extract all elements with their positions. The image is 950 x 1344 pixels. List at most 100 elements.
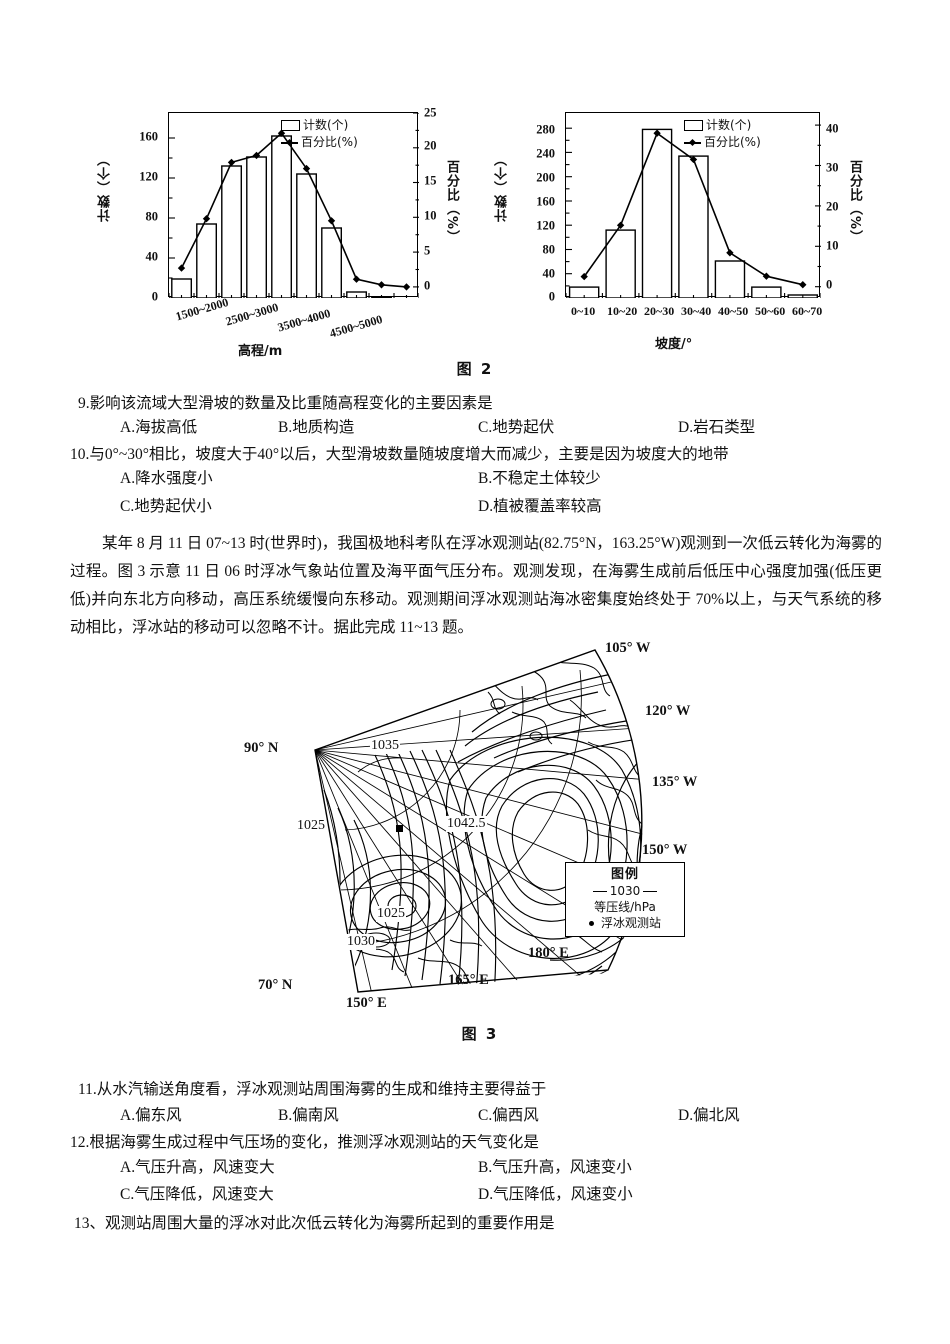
option-a[interactable]: A.气压升高，风速变大 [120, 1159, 275, 1176]
legend-line-swatch [684, 138, 701, 147]
xtick-label: 60~70 [792, 304, 823, 318]
ytick-left: 0 [151, 289, 158, 304]
question-9-stem: 9.影响该流域大型滑坡的数量及比重随高程变化的主要因素是 [78, 395, 493, 412]
figure-2-caption: 图 2 [456, 360, 494, 378]
lon-label-180e: 180° E [528, 945, 569, 961]
option-b[interactable]: B.气压升高，风速变小 [478, 1159, 632, 1176]
lon-label-105w: 105° W [605, 640, 651, 656]
option-c[interactable]: C.地势起伏小 [120, 498, 212, 515]
lon-label-135w: 135° W [652, 774, 698, 790]
question-12-stem: 12.根据海雾生成过程中气压场的变化，推测浮冰观测站的天气变化是 [70, 1134, 539, 1151]
ytick-left: 40 [542, 266, 556, 281]
ytick-left: 120 [139, 169, 158, 184]
ytick-left: 0 [548, 289, 555, 304]
xtick-label: 40~50 [718, 304, 749, 318]
ytick-right: 20 [826, 199, 839, 214]
ytick-left: 240 [536, 146, 555, 161]
ytick-right: 25 [424, 105, 437, 120]
option-a[interactable]: A.降水强度小 [120, 470, 213, 487]
map-legend-title: 图例 [610, 867, 639, 882]
option-c[interactable]: C.偏西风 [478, 1107, 539, 1124]
xtick-label: 30~40 [681, 304, 712, 318]
chart-slope-graphics [566, 124, 821, 298]
chart-elevation-ylabel-right: 百分比（%） [444, 160, 459, 245]
xtick-label: 1500~2000 [174, 295, 231, 324]
ytick-right: 10 [424, 208, 437, 223]
ytick-right: 20 [424, 138, 437, 153]
lat-label-90n: 90° N [244, 740, 279, 756]
ytick-left: 80 [145, 209, 159, 224]
ytick-left: 200 [536, 170, 555, 185]
contour-label-1042-5: 1042.5 [446, 816, 487, 832]
question-11-stem: 11.从水汽输送角度看，浮冰观测站周围海雾的生成和维持主要得益于 [78, 1081, 547, 1098]
chart-elevation-ylabel-left: 计数（个） [98, 152, 113, 222]
question-10-options-row2: C.地势起伏小 D.植被覆盖率较高 [78, 495, 888, 519]
chart-elevation-graphics [169, 113, 419, 298]
xtick-label: 4500~5000 [328, 312, 385, 341]
xtick-label: 2500~3000 [224, 300, 281, 329]
ytick-left: 40 [145, 249, 159, 264]
map-legend-isobar-sample: 1030 [573, 883, 677, 899]
option-c[interactable]: C.地势起伏 [478, 419, 555, 436]
xtick-label: 0~10 [571, 304, 596, 318]
chart-slope: 计数（个） 百分比（%） 坡度/° 0 40 80 120 160 200 24… [475, 100, 875, 370]
ytick-right: 0 [826, 277, 833, 292]
question-11-options: A.偏东风 B.偏南风 C.偏西风 D.偏北风 [78, 1104, 888, 1128]
ytick-left: 280 [536, 122, 555, 137]
xtick-label: 20~30 [644, 304, 675, 318]
map-legend-station: 浮冰观测站 [573, 915, 677, 931]
xtick-label: 50~60 [755, 304, 786, 318]
chart-slope-ylabel-right: 百分比（%） [847, 160, 862, 245]
lon-label-150w: 150° W [642, 842, 688, 858]
chart-slope-xlabel: 坡度/° [655, 337, 693, 352]
station-marker [396, 825, 403, 832]
map-legend: 图例 1030 等压线/hPa 浮冰观测站 [565, 862, 685, 937]
lon-label-150e: 150° E [346, 995, 387, 1011]
lat-label-70n: 70° N [258, 977, 293, 993]
option-d[interactable]: D.气压降低，风速变小 [478, 1186, 633, 1203]
option-c[interactable]: C.气压降低，风速变大 [120, 1186, 274, 1203]
ytick-right: 30 [826, 160, 839, 175]
station-label: 浮冰观测站 [600, 916, 661, 930]
contour-label-1035: 1035 [370, 738, 400, 754]
ytick-right: 15 [424, 173, 437, 188]
legend-bar-label: 计数(个) [303, 118, 349, 132]
figure-3-caption: 图 3 [461, 1025, 499, 1043]
chart-elevation-plot-area: 计数(个) 百分比(%) [168, 112, 419, 298]
figure-2: 计数（个） 百分比（%） 高程/m 0 40 80 120 160 0 5 10… [70, 100, 880, 390]
lon-label-120w: 120° W [645, 703, 691, 719]
option-b[interactable]: B.地质构造 [278, 419, 355, 436]
option-a[interactable]: A.偏东风 [120, 1107, 182, 1124]
ytick-right: 5 [424, 243, 431, 258]
option-b[interactable]: B.偏南风 [278, 1107, 339, 1124]
option-d[interactable]: D.偏北风 [678, 1107, 740, 1124]
question-12-options-row1: A.气压升高，风速变大 B.气压升高，风速变小 [78, 1156, 888, 1180]
option-a[interactable]: A.海拔高低 [120, 419, 198, 436]
ytick-left: 160 [139, 129, 158, 144]
ytick-right: 0 [424, 278, 431, 293]
question-10-options-row1: A.降水强度小 B.不稳定土体较少 [78, 467, 888, 491]
option-b[interactable]: B.不稳定土体较少 [478, 470, 601, 487]
option-d[interactable]: D.岩石类型 [678, 419, 756, 436]
question-10-stem: 10.与0°~30°相比，坡度大于40°以后，大型滑坡数量随坡度增大而减少，主要… [70, 446, 729, 463]
contour-label-1030: 1030 [346, 934, 376, 950]
chart-elevation-xlabel: 高程/m [238, 344, 283, 359]
legend-line-swatch [281, 138, 298, 147]
xtick-label: 10~20 [607, 304, 638, 318]
chart-slope-ylabel-left: 计数（个） [495, 152, 510, 222]
figure-3: 90° N 70° N 105° W 120° W 135° W 150° W … [244, 640, 710, 1060]
isobar-value: 1030 [609, 884, 641, 898]
legend-line-label: 百分比(%) [301, 135, 358, 149]
ytick-right: 40 [826, 121, 839, 136]
chart-elevation-legend: 计数(个) 百分比(%) [281, 117, 358, 151]
ytick-left: 120 [536, 218, 555, 233]
option-d[interactable]: D.植被覆盖率较高 [478, 498, 602, 515]
passage-text: 某年 8 月 11 日 07~13 时(世界时)，我国极地科考队在浮冰观测站(8… [70, 535, 882, 636]
ytick-left: 160 [536, 194, 555, 209]
station-dot-icon [588, 920, 594, 926]
isobar-line-icon [643, 887, 658, 895]
chart-slope-legend: 计数(个) 百分比(%) [684, 117, 761, 151]
question-9-options: A.海拔高低 B.地质构造 C.地势起伏 D.岩石类型 [78, 416, 888, 440]
question-13-stem: 13、观测站周围大量的浮冰对此次低云转化为海雾所起到的重要作用是 [74, 1215, 555, 1232]
